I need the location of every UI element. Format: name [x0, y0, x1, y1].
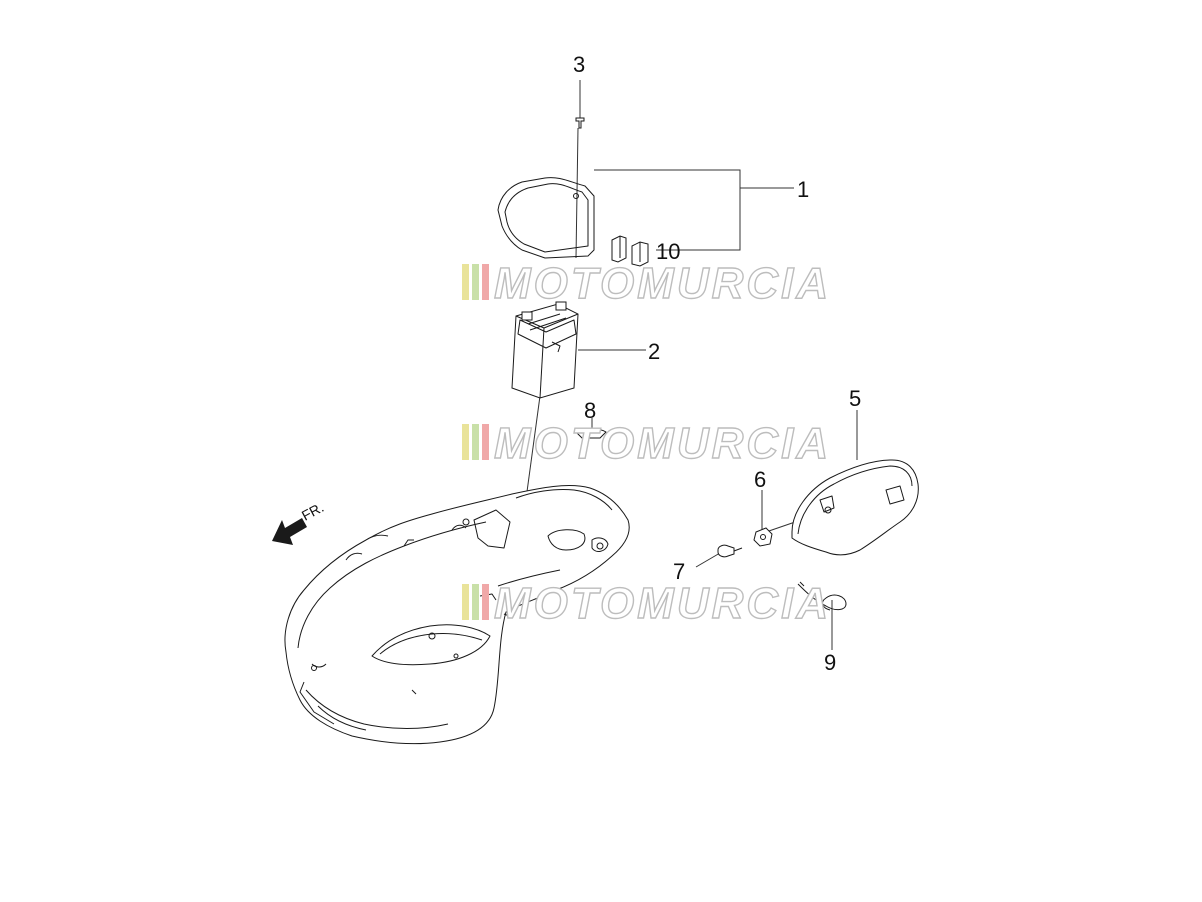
part-7-screw	[717, 544, 743, 558]
watermark-stripe	[482, 264, 489, 300]
callout-9: 9	[824, 650, 836, 675]
front-direction-arrow-icon	[272, 518, 307, 545]
watermark-stripe	[472, 584, 479, 620]
part-2-battery	[511, 301, 579, 399]
part-8-strap	[575, 428, 607, 439]
watermark-text: MOTOMURCIA	[494, 579, 831, 628]
callout-numbers: 3 1 10 2 8 5 6 7 9	[573, 52, 861, 675]
callout-2: 2	[648, 339, 660, 364]
watermark-stripe	[472, 264, 479, 300]
callout-8: 8	[584, 398, 596, 423]
watermark-stripe	[482, 424, 489, 460]
watermark-stripe	[462, 424, 469, 460]
callout-7: 7	[673, 559, 685, 584]
part-9-cable-tie	[797, 581, 847, 611]
watermark-bottom: MOTOMURCIA	[462, 578, 831, 629]
watermark-middle: MOTOMURCIA	[462, 418, 831, 469]
watermark-text: MOTOMURCIA	[494, 259, 831, 308]
callout-10: 10	[656, 239, 680, 264]
part-1-battery-cover	[497, 177, 595, 259]
part-5-side-cover	[791, 459, 919, 556]
watermark-stripe	[462, 264, 469, 300]
watermark-stripe	[482, 584, 489, 620]
watermark-stripe	[472, 424, 479, 460]
watermark-text: MOTOMURCIA	[494, 419, 831, 468]
scooter-under-seat-body	[284, 485, 630, 745]
callout-6: 6	[754, 467, 766, 492]
callout-3: 3	[573, 52, 585, 77]
callout-5: 5	[849, 386, 861, 411]
part-10-pads	[611, 235, 649, 267]
part-3-screw	[575, 117, 585, 129]
watermark-stripe	[462, 584, 469, 620]
watermark-top: MOTOMURCIA	[462, 258, 831, 309]
part-6-clip-nut	[753, 527, 773, 547]
callout-1: 1	[797, 177, 809, 202]
